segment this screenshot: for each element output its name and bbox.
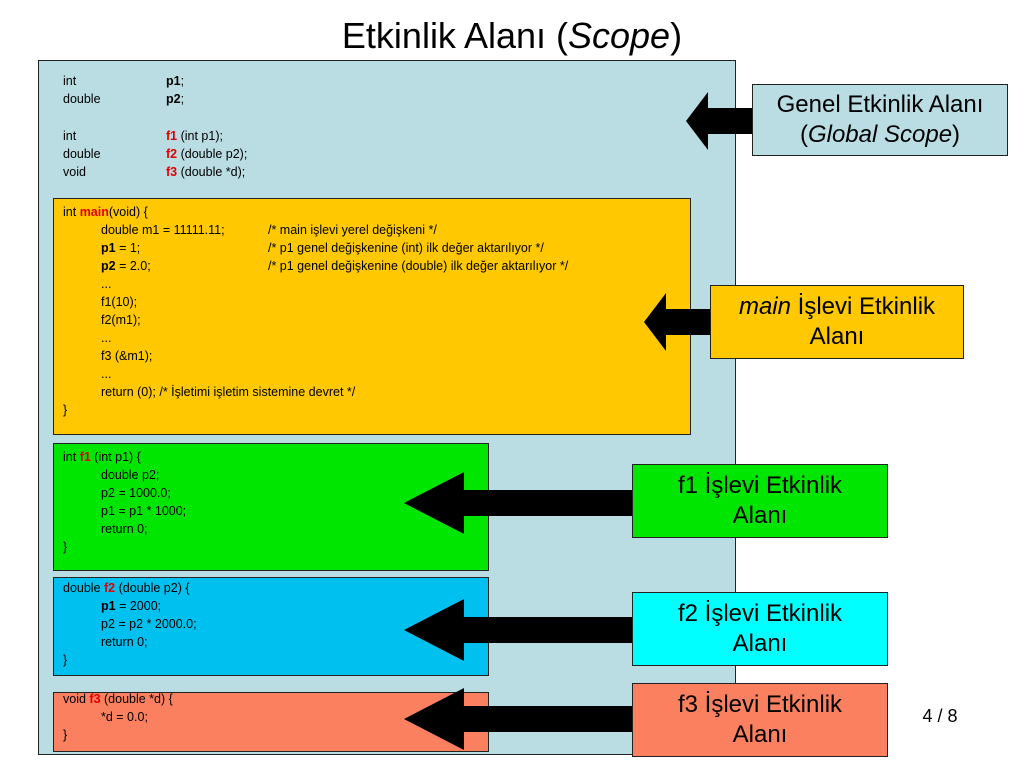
title-text: Etkinlik Alanı (: [341, 15, 568, 56]
f1-line-1: double p2;: [101, 468, 160, 482]
f2-scope-label-line-1: f2 İşlevi Etkinlik: [677, 600, 843, 627]
main-scope-label: main İşlevi Etkinlik Alanı: [710, 285, 964, 359]
f3-scope-label-line-1: f3 İşlevi Etkinlik: [677, 691, 843, 718]
main-line-9: ...: [101, 367, 112, 381]
global-line-2-decl: p2;: [166, 92, 185, 106]
title-end: ): [670, 15, 683, 56]
global-line-4: double: [63, 147, 101, 161]
global-line-1-decl: p1;: [166, 74, 185, 88]
main-line-7: ...: [101, 331, 112, 345]
page-number: 4 / 8: [922, 706, 958, 726]
global-line-3-decl: f1 (int p1);: [166, 129, 223, 143]
main-line-6: f2(m1);: [101, 313, 141, 327]
main-line-4: ...: [101, 277, 112, 291]
global-line-4-decl: f2 (double p2);: [166, 147, 248, 161]
global-line-5: void: [63, 165, 86, 179]
f3-scope-label-line-2: Alanı: [732, 721, 788, 748]
main-close: }: [63, 403, 68, 417]
f3-line-1: *d = 0.0;: [101, 710, 148, 724]
title-italic: Scope: [568, 15, 671, 56]
arrow-f1-icon: [404, 472, 632, 534]
main-header: int main(void) {: [63, 205, 148, 219]
f1-header: int f1 (int p1) {: [63, 450, 141, 464]
f2-line-1: p1 = 2000;: [101, 599, 162, 613]
main-line-3-comment: /* p1 genel değişkenine (double) ilk değ…: [268, 259, 569, 273]
main-line-2: p1 = 1;: [101, 241, 141, 255]
global-line-1: int: [63, 74, 77, 88]
f1-close: }: [63, 540, 68, 554]
main-line-5: f1(10);: [101, 295, 138, 309]
f1-line-3: p1 = p1 * 1000;: [101, 504, 187, 518]
f2-scope-label-line-2: Alanı: [732, 630, 788, 657]
main-line-8: f3 (&m1);: [101, 349, 153, 363]
main-line-3: p2 = 2.0;: [101, 259, 151, 273]
main-scope-label-line-1: main İşlevi Etkinlik: [738, 293, 936, 320]
arrow-f3-icon: [404, 688, 632, 750]
global-scope-label-line-1: Genel Etkinlik Alanı: [776, 91, 984, 118]
f3-scope-box: void f3 (double *d) { *d = 0.0; }: [53, 692, 489, 752]
f2-line-2: p2 = p2 * 2000.0;: [101, 617, 197, 631]
main-line-10: return (0); /* İşletimi işletim sistemin…: [101, 385, 356, 399]
arrow-f2-icon: [404, 599, 632, 661]
f1-scope-label: f1 İşlevi Etkinlik Alanı: [632, 464, 888, 538]
f1-scope-label-line-2: Alanı: [732, 502, 788, 529]
f1-line-2: p2 = 1000.0;: [101, 486, 171, 500]
slide-title: Etkinlik Alanı (Scope): [0, 14, 1024, 58]
main-line-1-comment: /* main işlevi yerel değişkeni */: [268, 223, 437, 237]
global-scope-label: Genel Etkinlik Alanı (Global Scope): [752, 84, 1008, 156]
f2-line-3: return 0;: [101, 635, 148, 649]
main-line-1: double m1 = 11111.11;: [101, 223, 225, 237]
main-line-2-comment: /* p1 genel değişkenine (int) ilk değer …: [268, 241, 544, 255]
f1-scope-label-line-1: f1 İşlevi Etkinlik: [677, 472, 843, 499]
global-scope-label-line-2: (Global Scope): [799, 121, 961, 148]
arrow-main-icon: [644, 293, 712, 351]
f2-scope-label: f2 İşlevi Etkinlik Alanı: [632, 592, 888, 666]
global-line-3: int: [63, 129, 77, 143]
f3-scope-label: f3 İşlevi Etkinlik Alanı: [632, 683, 888, 757]
f2-header: double f2 (double p2) {: [63, 581, 190, 595]
main-scope-label-line-2: Alanı: [809, 323, 865, 350]
arrow-global-icon: [686, 92, 754, 150]
global-line-2: double: [63, 92, 101, 106]
main-scope-box: int main(void) { double m1 = 11111.11; /…: [53, 198, 691, 435]
global-line-5-decl: f3 (double *d);: [166, 165, 246, 179]
f3-close: }: [63, 728, 68, 742]
f2-close: }: [63, 653, 68, 667]
f3-header: void f3 (double *d) {: [63, 692, 173, 706]
f1-line-4: return 0;: [101, 522, 148, 536]
